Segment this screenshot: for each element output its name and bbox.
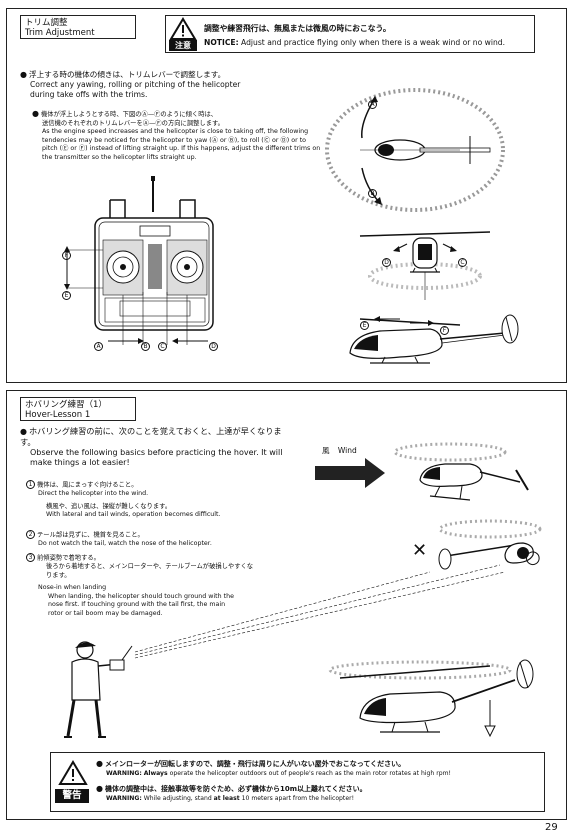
hover-intro: ●ホバリング練習の前に、次のことを覚えておくと、上達が早くなります。 Obser… [20,426,295,468]
label-b-bottom: B [141,336,152,355]
wind-en: Wind [337,446,357,455]
helicopter-nose-illustration [438,519,542,570]
bullet-icon: ● [96,759,103,768]
notice-jp: 調整や練習飛行は、無風または微風の時におこなう。 [204,24,391,33]
item-number-3: 3 [26,553,35,562]
trim-title-box: トリム調整 Trim Adjustment [20,15,136,39]
label-e-side: E [360,315,371,334]
page-number: 29 [545,822,558,833]
trim-p1-en: Correct any yawing, rolling or pitching … [30,80,241,99]
hover-intro-en: Observe the following basics before prac… [30,448,283,467]
label-c-bottom: C [158,336,169,355]
item3-jp2: 後ろから着地すると、メインローターや、テールブームが破損しやすくなります。 [46,563,254,579]
landing-helicopter-illustration [328,659,534,738]
label-d-front: D [382,252,393,271]
notice-label: 注意 [169,40,197,51]
warning-1-en: WARNING: Always operate the helicopter o… [106,770,451,777]
item3-jp: 前傾姿勢で着地する。 [37,554,100,562]
hover-panel [6,390,567,820]
item1-jp: 機体は、風にまっすぐ向けること。 [37,481,138,489]
trim-title-en: Trim Adjustment [25,28,95,38]
notice-en-bold: NOTICE: [204,38,239,47]
label-a-bottom: A [94,336,105,355]
x-mark-icon: ✕ [412,540,428,561]
warning-triangle-icon [58,760,88,785]
item3-en: When landing, the helicopter should touc… [48,592,234,617]
item-number-2: 2 [26,530,35,539]
trim-paragraph-1: ●浮上する時の機体の傾きは、トリムレバーで調整します。 Correct any … [20,70,300,100]
hover-title-box: ホバリング練習（1） Hover-Lesson 1 [20,397,136,421]
transmitter-illustration [64,176,214,345]
item1b-en: With lateral and tail winds, operation b… [46,511,221,518]
trim-p2-jp-1: 機体が浮上しようとする時、下図のⒶ—Ⓕのように傾く時は、 [40,111,218,118]
label-f-left: F [62,245,73,264]
notice-box: 注意 調整や練習飛行は、無風または微風の時におこなう。 NOTICE: Adju… [165,15,535,53]
label-c-front: C [458,252,469,271]
hover-intro-jp: ホバリング練習の前に、次のことを覚えておくと、上達が早くなります。 [20,426,282,447]
helicopter-side-view [349,314,519,364]
trim-paragraph-2: ●機体が浮上しようとする時、下図のⒶ—Ⓕのように傾く時は、 送信機のそれぞれのト… [32,109,332,162]
warning-triangle-icon [169,17,197,40]
warning-2-en: WARNING: While adjusting, stand at least… [106,795,355,802]
bullet-icon: ● [20,70,27,79]
warning-2-jp: ●機体の調整中は、接触事故等を防ぐため、必ず機体から10m以上離れてください。 [96,784,367,793]
trim-p2-en: As the engine speed increases and the he… [42,128,321,161]
item1b-jp: 横風や、追い風は、操縦が難しくなります。 [46,502,172,510]
item1-en: Direct the helicopter into the wind. [38,490,149,497]
helicopter-front-view [359,231,491,300]
o-mark-icon: ○ [525,547,541,568]
wind-arrow-icon [315,458,385,488]
trim-title-jp: トリム調整 [25,18,68,28]
wind-label: 風 Wind [322,446,357,456]
trim-p1-jp: 浮上する時の機体の傾きは、トリムレバーで調整します。 [28,70,226,79]
label-d-bottom: D [209,336,220,355]
warning-label: 警告 [55,789,89,803]
helicopter-wind-illustration [393,442,529,501]
warning-box: 警告 ●メインローターが回転しますので、調整・飛行は周りに人がいない屋外でおこな… [50,752,545,812]
trim-p2-jp-2: 送信機のそれぞれのトリムレバーをⒶ—Ⓕの方向に調整します。 [42,119,224,127]
bullet-icon: ● [96,784,103,793]
item-number-1: 1 [26,480,35,489]
label-a-top: A [368,94,379,113]
wind-jp: 風 [322,446,330,455]
label-f-side: F [440,320,451,339]
label-e-left: E [62,285,73,304]
warning-1-jp: ●メインローターが回転しますので、調整・飛行は周りに人がいない屋外でおこなってく… [96,759,406,768]
bullet-icon: ● [20,427,27,436]
transmitter-bottom-arrows [108,338,208,344]
hover-title-jp: ホバリング練習（1） [25,400,107,410]
pilot-illustration [64,641,133,738]
hover-title-en: Hover-Lesson 1 [25,410,91,420]
label-b-top: B [368,183,379,202]
bullet-icon: ● [32,109,39,118]
notice-en: NOTICE: Adjust and practice flying only … [204,38,505,48]
item2-en: Do not watch the tail, watch the nose of… [38,540,212,547]
notice-en-text: Adjust and practice flying only when the… [241,38,506,47]
item3-en-head: Nose-in when landing [38,584,107,591]
item2-jp: テール部は見ずに、機首を見ること。 [37,531,144,539]
